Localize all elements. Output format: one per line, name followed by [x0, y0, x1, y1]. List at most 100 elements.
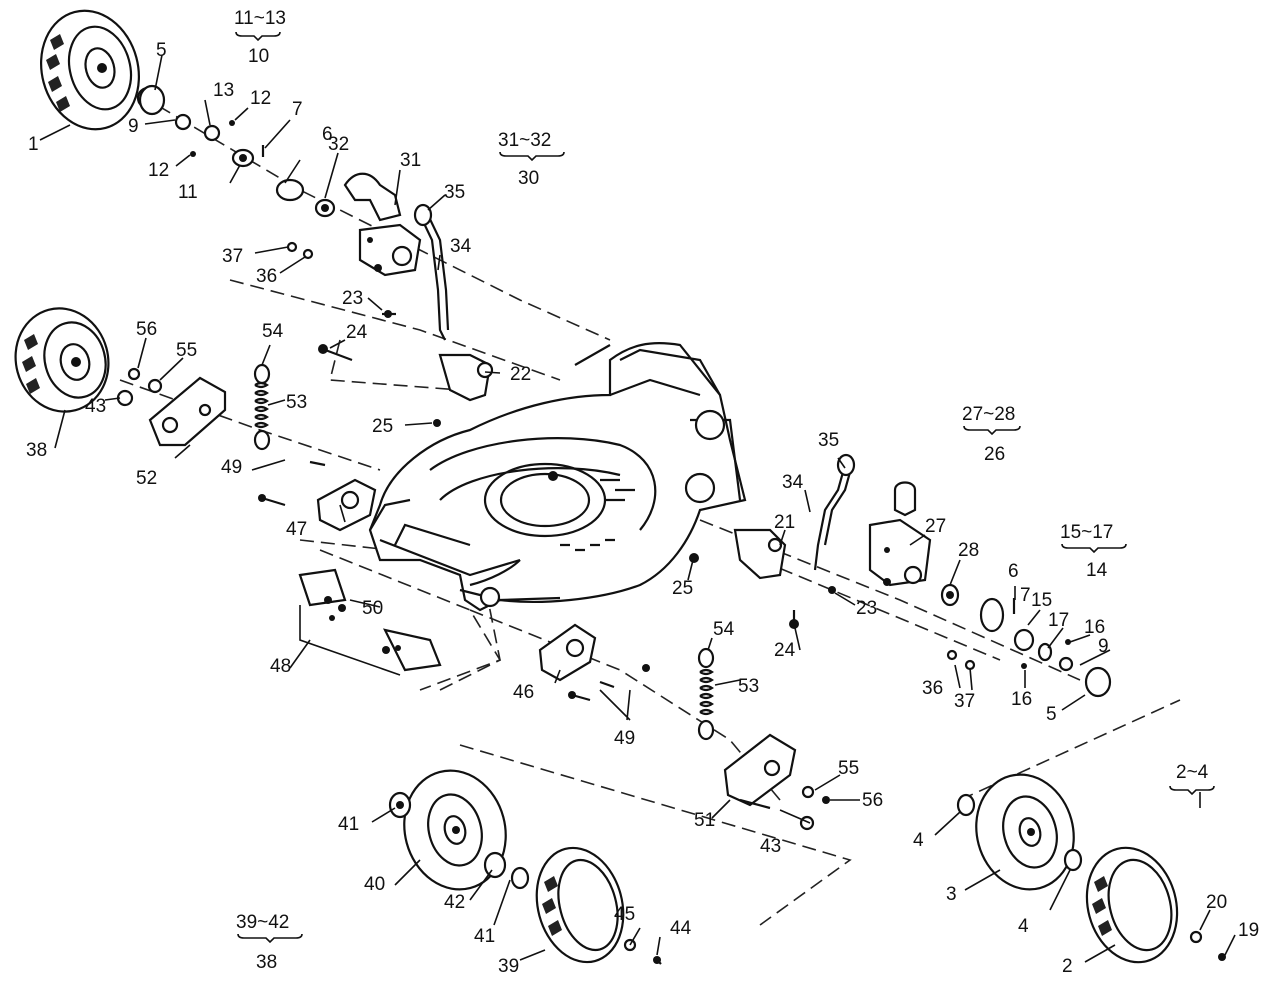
- callout: 28: [958, 540, 979, 561]
- callout: 34: [782, 472, 804, 493]
- callout: 32: [328, 134, 349, 155]
- leader-lines: [39, 54, 1236, 963]
- callout: 49: [221, 457, 242, 478]
- callout: 17: [1048, 610, 1069, 631]
- callout: 36: [256, 266, 277, 287]
- callout: 51: [694, 810, 715, 831]
- assembly-range: 11~13: [234, 8, 286, 29]
- assembly-number: 30: [518, 168, 539, 189]
- callout: 42: [444, 892, 465, 913]
- rear-wheel-38: [14, 307, 110, 413]
- front-wheel-3: [975, 773, 1075, 891]
- pivot-bracket-47: [316, 478, 377, 532]
- callout: 25: [672, 578, 693, 599]
- height-adjuster-27: [868, 481, 932, 587]
- pivot-bracket-46: [538, 623, 597, 682]
- callout: 36: [922, 678, 943, 699]
- callout: 54: [713, 619, 735, 640]
- lever-34-left: [413, 203, 450, 341]
- assembly-range: 15~17: [1060, 522, 1113, 543]
- callout: 5: [1046, 704, 1057, 725]
- callout: 54: [262, 321, 284, 342]
- callout: 56: [862, 790, 883, 811]
- callout: 21: [774, 512, 795, 533]
- assembly-group-26: 27~28 26: [962, 404, 1021, 465]
- callout: 24: [774, 640, 796, 661]
- callout: 4: [913, 830, 924, 851]
- assembly-group-38: 39~42 38: [236, 912, 303, 973]
- callout: 1: [28, 134, 39, 155]
- callout: 9: [1098, 636, 1109, 657]
- hardware-parts: [116, 84, 1226, 965]
- bracket-22: [438, 353, 494, 402]
- assembly-group-14: 15~17 14: [1060, 522, 1127, 581]
- callout: 23: [856, 598, 877, 619]
- callout: 11: [178, 182, 198, 203]
- rear-wheel-1: [40, 9, 140, 131]
- height-adjuster-31: [343, 172, 422, 277]
- callout: 56: [136, 319, 157, 340]
- callout: 16: [1011, 689, 1032, 710]
- callout: 22: [510, 364, 531, 385]
- callout: 45: [614, 904, 635, 925]
- callout: 41: [338, 814, 359, 835]
- callout: 24: [346, 322, 368, 343]
- callout: 37: [222, 246, 243, 267]
- assembly-number: 26: [984, 444, 1005, 465]
- callout: 40: [364, 874, 385, 895]
- callout: 50: [362, 598, 383, 619]
- callout: 16: [1084, 617, 1105, 638]
- callout: 13: [213, 80, 234, 101]
- assembly-range: 27~28: [962, 404, 1015, 425]
- callout: 3: [946, 884, 957, 905]
- callout: 55: [838, 758, 859, 779]
- callout: 49: [614, 728, 635, 749]
- assembly-range: 31~32: [498, 130, 551, 151]
- callout: 43: [85, 396, 106, 417]
- callout: 48: [270, 656, 291, 677]
- callout: 23: [342, 288, 363, 309]
- callout: 53: [738, 676, 759, 697]
- callout: 41: [474, 926, 495, 947]
- callout: 25: [372, 416, 393, 437]
- bracket-21: [733, 528, 787, 580]
- assembly-number: 10: [248, 46, 269, 67]
- callout: 46: [513, 682, 534, 703]
- callout: 20: [1206, 892, 1227, 913]
- callout: 2: [1062, 956, 1073, 977]
- callout: 38: [26, 440, 47, 461]
- spring-53-upper: [253, 363, 271, 451]
- assembly-range: 2~4: [1176, 762, 1209, 783]
- callout: 55: [176, 340, 197, 361]
- tire-39: [535, 846, 625, 964]
- assembly-centerlines: [119, 94, 1181, 926]
- callout: 52: [136, 468, 157, 489]
- callout: 7: [1020, 585, 1031, 606]
- spring-53-lower: [697, 647, 715, 741]
- axle-bracket-51: [723, 733, 797, 810]
- callout: 5: [156, 40, 167, 61]
- rear-flap-48: [298, 549, 502, 691]
- callout: 44: [670, 918, 692, 939]
- assembly-group-10: 11~13 10: [234, 8, 286, 67]
- callout: 12: [148, 160, 169, 181]
- callout: 7: [292, 99, 303, 120]
- callout: 43: [760, 836, 781, 857]
- front-wheel-40: [403, 769, 507, 891]
- callout: 47: [286, 519, 307, 540]
- axle-bracket-52: [148, 376, 227, 447]
- assembly-group-2-4: 2~4: [1169, 762, 1215, 808]
- callout: 12: [250, 88, 271, 109]
- assembly-range: 39~42: [236, 912, 289, 933]
- lever-34-right: [813, 453, 856, 571]
- callout: 27: [925, 516, 946, 537]
- callout: 6: [322, 124, 333, 145]
- assembly-number: 14: [1086, 560, 1108, 581]
- mower-deck-housing: [368, 342, 747, 612]
- callout: 37: [954, 691, 975, 712]
- callout: 15: [1031, 590, 1052, 611]
- assembly-number: 38: [256, 952, 277, 973]
- callout: 19: [1238, 920, 1259, 941]
- callout: 4: [1018, 916, 1029, 937]
